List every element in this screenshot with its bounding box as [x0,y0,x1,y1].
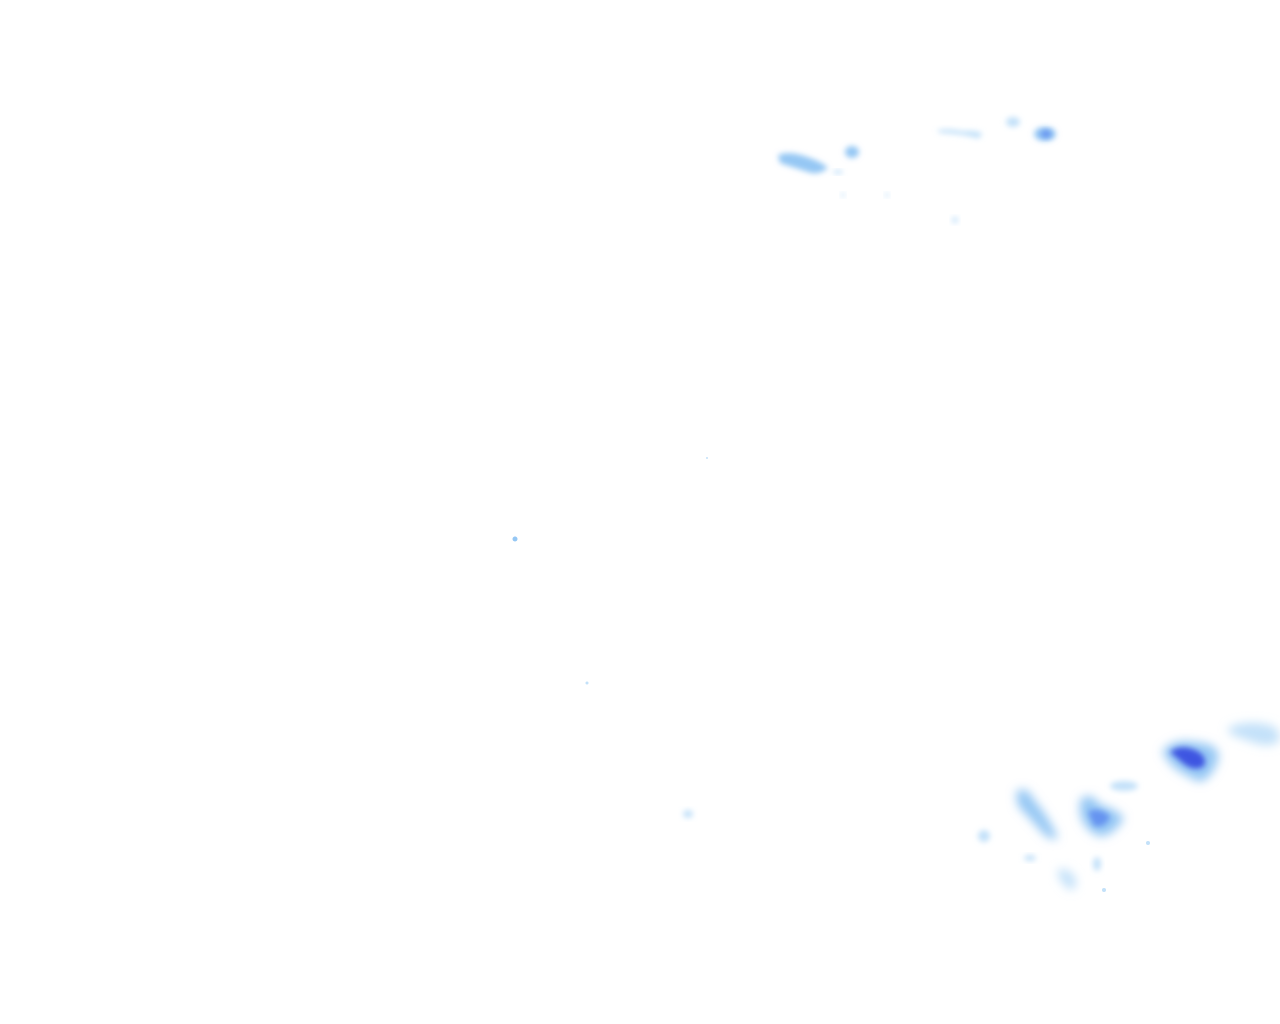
precip-cell [778,153,828,174]
precip-cell [1093,857,1101,871]
precip-cell [1024,855,1036,861]
precip-cell [512,536,518,542]
precip-cell [706,457,708,459]
precip-cluster-north [778,117,1056,223]
precip-cell [937,129,982,139]
precip-cell [1016,789,1058,839]
precip-cell [1058,868,1077,890]
precip-cell [1102,888,1106,892]
precip-cell [1146,841,1150,845]
precip-cell [1170,747,1205,769]
precip-cell [952,217,958,223]
precip-cell [683,810,693,818]
precip-cell [841,193,845,197]
precip-cell [1110,781,1138,791]
precip-scattered [512,457,708,818]
precip-cell [1006,117,1020,127]
precip-cell [978,830,990,842]
precip-cell [1041,130,1051,138]
precip-cluster-southeast [978,722,1280,892]
precip-cell [1228,722,1280,746]
precip-cell [833,170,843,174]
precip-cell [585,681,589,685]
precip-cell [845,146,859,158]
precip-cell [885,193,889,197]
precip-cell [1088,809,1110,827]
